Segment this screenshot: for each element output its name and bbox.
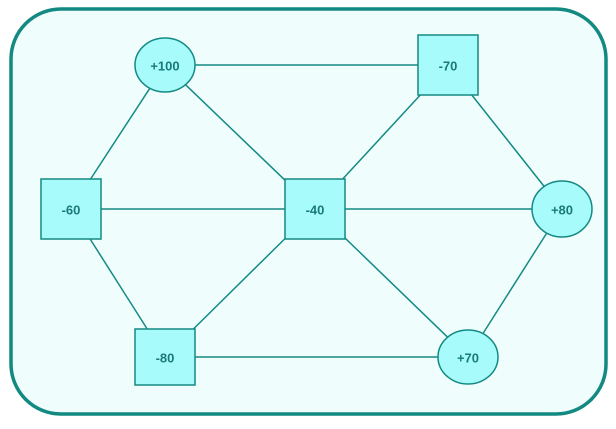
edge-n_minus40-n_plus70 — [344, 237, 449, 338]
node-label: +100 — [150, 59, 179, 74]
circle-node-shape — [134, 37, 196, 93]
node-label: -70 — [439, 59, 458, 74]
square-node-shape — [284, 178, 346, 240]
node-plus80: +80 — [531, 180, 593, 238]
node-plus70: +70 — [437, 329, 499, 385]
node-label: -80 — [156, 351, 175, 366]
edge-n_plus100-n_minus60 — [89, 87, 151, 180]
node-label: +70 — [457, 351, 479, 366]
node-layer: +100 -70 -60 -40 +80 -80 +70 — [40, 34, 593, 386]
node-plus100: +100 — [134, 37, 196, 93]
edge-n_minus70-n_plus80 — [471, 94, 545, 187]
edge-n_minus40-n_minus80 — [192, 238, 286, 330]
node-minus60: -60 — [40, 178, 102, 240]
square-node-shape — [40, 178, 102, 240]
edge-n_plus80-n_plus70 — [482, 232, 548, 335]
square-node-shape — [417, 34, 479, 96]
edge-n_minus60-n_minus80 — [89, 238, 148, 330]
square-node-shape — [134, 328, 196, 386]
node-label: -60 — [62, 203, 81, 218]
node-minus80: -80 — [134, 328, 196, 386]
edge-n_minus70-n_minus40 — [342, 94, 421, 180]
circle-node-shape — [531, 180, 593, 238]
node-label: -40 — [306, 203, 325, 218]
circle-node-shape — [437, 329, 499, 385]
node-minus40: -40 — [284, 178, 346, 240]
edge-layer — [89, 64, 548, 358]
node-label: +80 — [551, 203, 573, 218]
edge-n_plus100-n_minus40 — [184, 84, 286, 181]
node-minus70: -70 — [417, 34, 479, 96]
